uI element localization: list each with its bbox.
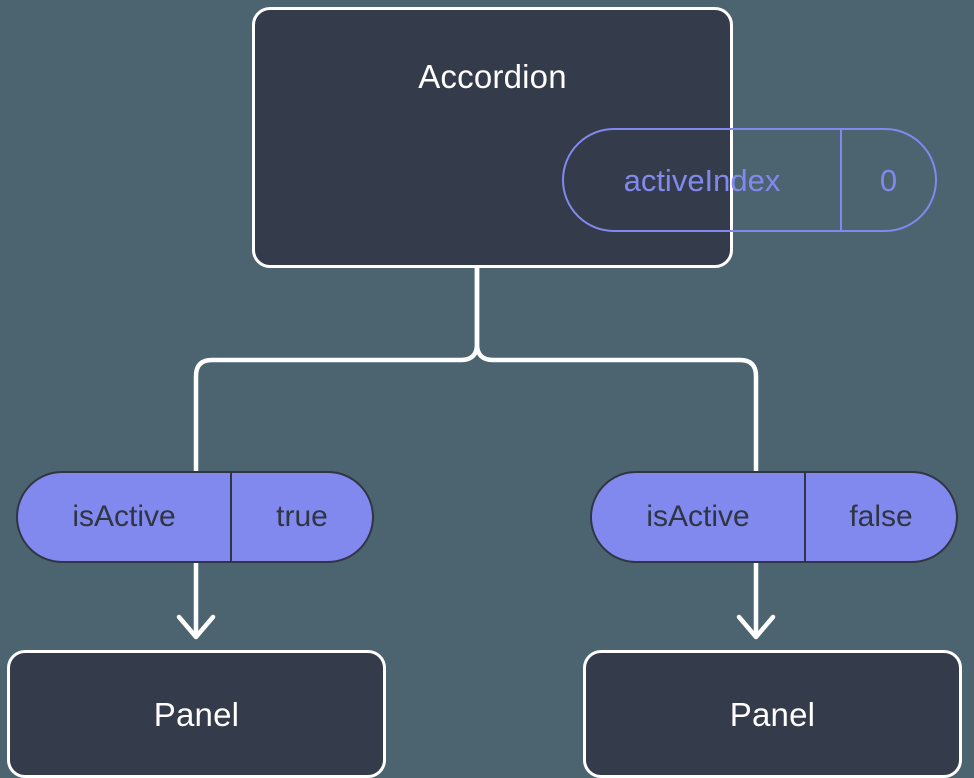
prop-pill-value: true [276,500,328,533]
connector-branch-right [474,265,759,474]
prop-pill-value: false [849,500,913,533]
prop-pill-is-active-false[interactable]: isActive false [590,471,958,563]
state-pill-active-index[interactable]: activeIndex 0 [562,128,937,232]
prop-pill-key: isActive [18,473,232,561]
prop-pill-key: isActive [592,473,806,561]
node-panel-left[interactable]: Panel [7,650,386,778]
state-pill-value: 0 [879,162,898,198]
node-panel-right[interactable]: Panel [583,650,962,778]
node-panel-left-title: Panel [153,695,240,733]
prop-pill-is-active-true[interactable]: isActive true [16,471,374,563]
connector-trunk-split [193,265,480,474]
node-panel-right-title: Panel [729,695,816,733]
arrow-right-pill-to-panel [736,563,776,640]
arrow-left-pill-to-panel [176,563,216,640]
state-pill-key: activeIndex [564,130,842,230]
node-accordion-title: Accordion [418,58,567,95]
node-accordion[interactable]: Accordion activeIndex 0 [252,7,937,268]
